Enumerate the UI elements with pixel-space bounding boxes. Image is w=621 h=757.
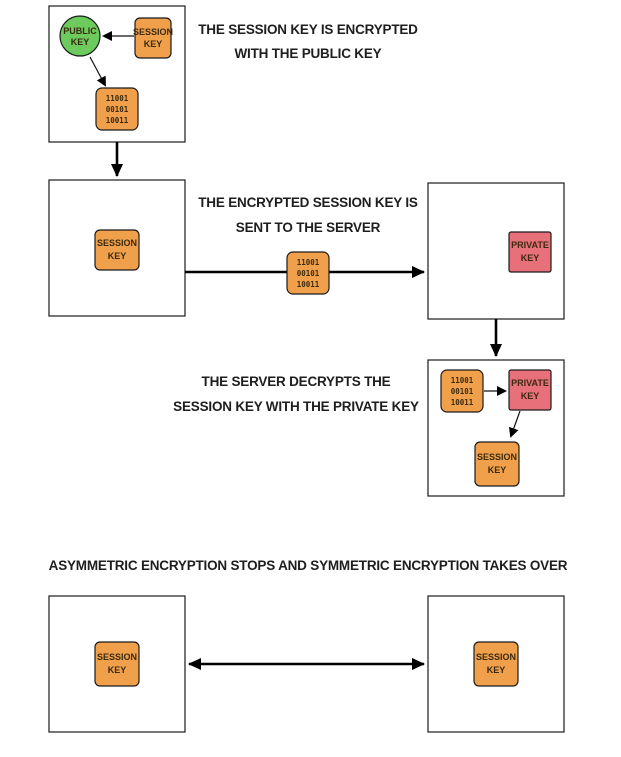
caption-step2-line2: SENT TO THE SERVER — [236, 220, 381, 235]
encrypted-bits-line3: 10011 — [297, 280, 320, 289]
encrypted-bits-line1: 11001 — [451, 376, 474, 385]
private-key-label-line2: KEY — [521, 391, 540, 401]
encrypted-token-in-transit: 11001 00101 10011 — [286, 251, 330, 295]
session-key-label-line1: SESSION — [133, 27, 173, 37]
encrypted-bits-line2: 00101 — [297, 269, 320, 278]
private-to-session-arrow — [509, 410, 521, 438]
session-key-label-line2: KEY — [144, 39, 163, 49]
private-key-label-line1: PRIVATE — [511, 378, 549, 388]
caption-step3-line1: THE SERVER DECRYPTS THE — [202, 374, 391, 389]
caption-step3-line2: SESSION KEY WITH THE PRIVATE KEY — [173, 399, 419, 414]
public-to-encrypted-arrow — [89, 56, 106, 87]
session-key-token-step3: SESSION KEY — [474, 441, 520, 487]
encrypted-bits-line3: 10011 — [106, 116, 129, 125]
session-key-label-line2: KEY — [108, 251, 127, 261]
caption-step4: ASYMMETRIC ENCRYPTION STOPS AND SYMMETRI… — [49, 558, 568, 573]
encrypted-bits-line1: 11001 — [106, 94, 129, 103]
session-key-token-client-step4: SESSION KEY — [94, 641, 140, 687]
session-key-token-step1: SESSION KEY — [133, 17, 173, 59]
private-key-label-line1: PRIVATE — [511, 240, 549, 250]
session-key-token-step2: SESSION KEY — [94, 229, 140, 271]
private-key-token-step3: PRIVATE KEY — [508, 369, 552, 411]
encrypted-token-step3: 11001 00101 10011 — [440, 369, 484, 413]
caption-step1-line1: THE SESSION KEY IS ENCRYPTED — [198, 22, 418, 37]
public-key-token: PUBLIC KEY — [59, 15, 101, 57]
public-key-label-line1: PUBLIC — [63, 26, 97, 36]
session-key-token-server-step4: SESSION KEY — [473, 641, 519, 687]
caption-step2-line1: THE ENCRYPTED SESSION KEY IS — [198, 195, 418, 210]
encrypted-bits-line3: 10011 — [451, 398, 474, 407]
caption-step1-line2: WITH THE PUBLIC KEY — [235, 46, 382, 61]
session-key-label-line1: SESSION — [477, 452, 517, 462]
session-key-label-line2: KEY — [108, 665, 127, 675]
encrypted-bits-line1: 11001 — [297, 258, 320, 267]
encrypted-bits-line2: 00101 — [451, 387, 474, 396]
session-key-label-line2: KEY — [487, 665, 506, 675]
encrypted-token-step1: 11001 00101 10011 — [95, 87, 139, 131]
session-key-label-line1: SESSION — [97, 238, 137, 248]
private-key-token-step2: PRIVATE KEY — [508, 231, 552, 273]
public-key-label-line2: KEY — [71, 37, 90, 47]
session-key-label-line1: SESSION — [476, 652, 516, 662]
session-key-label-line1: SESSION — [97, 652, 137, 662]
private-key-label-line2: KEY — [521, 253, 540, 263]
session-key-label-line2: KEY — [488, 465, 507, 475]
encrypted-bits-line2: 00101 — [106, 105, 129, 114]
